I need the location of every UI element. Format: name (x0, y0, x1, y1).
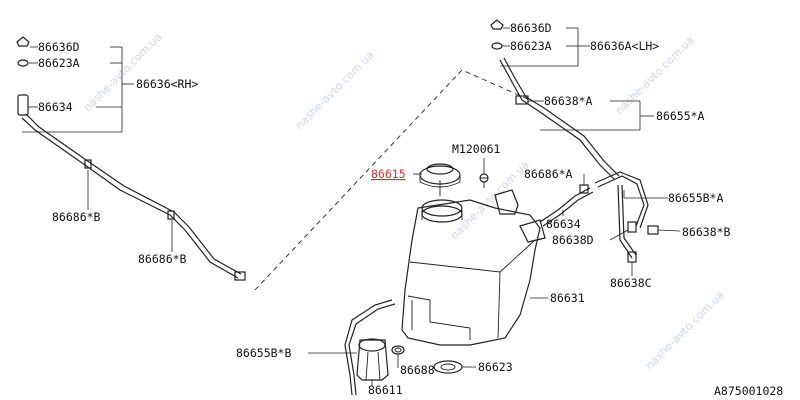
lh-nozzle-assembly (490, 19, 504, 50)
rh-nozzle-body (17, 94, 29, 116)
label-86686A: 86686*A (524, 167, 573, 181)
label-86688: 86688 (400, 363, 435, 377)
label-86623A-rh: 86623A (38, 56, 80, 70)
label-86634-rh: 86634 (38, 100, 73, 114)
watermark-1: nashe-avto.com.ua (81, 30, 165, 114)
hose-86655B-B (344, 299, 396, 396)
label-86611: 86611 (368, 383, 403, 397)
part-labels: 86636D 86623A 86636<RH> 86634 86686*B 86… (38, 21, 783, 398)
watermark-2: nashe-avto.com.ua (293, 48, 377, 132)
screw-M120061 (479, 173, 489, 188)
rh-nozzle-assembly (16, 36, 30, 116)
joint-86638A (515, 95, 529, 105)
lh-gasket-86623A (491, 42, 503, 50)
label-86636D-lh: 86636D (510, 21, 552, 35)
label-86623: 86623 (478, 360, 513, 374)
label-86655B-A: 86655B*A (668, 191, 723, 205)
label-86615: 86615 (371, 167, 406, 181)
watermark-3: nashe-avto.com.ua (448, 158, 532, 242)
label-86636-rh: 86636<RH> (136, 77, 198, 91)
label-86686B-1: 86686*B (52, 210, 101, 224)
label-86638C: 86638C (610, 276, 652, 290)
lh-nozzle-86636D (490, 19, 504, 30)
label-86638A: 86638*A (544, 94, 593, 108)
rh-washer-hose-86634 (21, 113, 246, 281)
joint-86638D (627, 221, 637, 233)
watermark-5: nashe-avto.com.ua (643, 288, 727, 372)
label-86655B-B: 86655B*B (236, 346, 291, 360)
rh-gasket-86623A (17, 59, 29, 67)
joint-86638B (647, 225, 659, 235)
label-86636D-rh: 86636D (38, 40, 80, 54)
label-86634-center: 86634 (546, 217, 581, 231)
label-M120061: M120061 (452, 142, 501, 156)
hose-86655B-A (594, 171, 659, 263)
packing-86623 (433, 360, 463, 374)
reference-dashed-line (254, 69, 531, 291)
label-86623A-lh: 86623A (510, 39, 552, 53)
catalog-code: A875001028 (714, 384, 783, 398)
rh-nozzle-86636D (16, 36, 30, 47)
tank-cap-86615 (419, 163, 461, 196)
pump-86611 (356, 338, 389, 381)
label-86638D: 86638D (552, 233, 594, 247)
label-86631: 86631 (550, 291, 585, 305)
label-86655A: 86655*A (656, 109, 705, 123)
label-86638B: 86638*B (682, 225, 731, 239)
label-86686B-2: 86686*B (138, 252, 187, 266)
lh-washer-hose (499, 57, 620, 181)
washer-tank-86631 (401, 189, 546, 346)
label-86636A-lh: 86636A<LH> (590, 39, 659, 53)
grommet-86688 (391, 345, 405, 355)
leader-lines (22, 27, 681, 386)
